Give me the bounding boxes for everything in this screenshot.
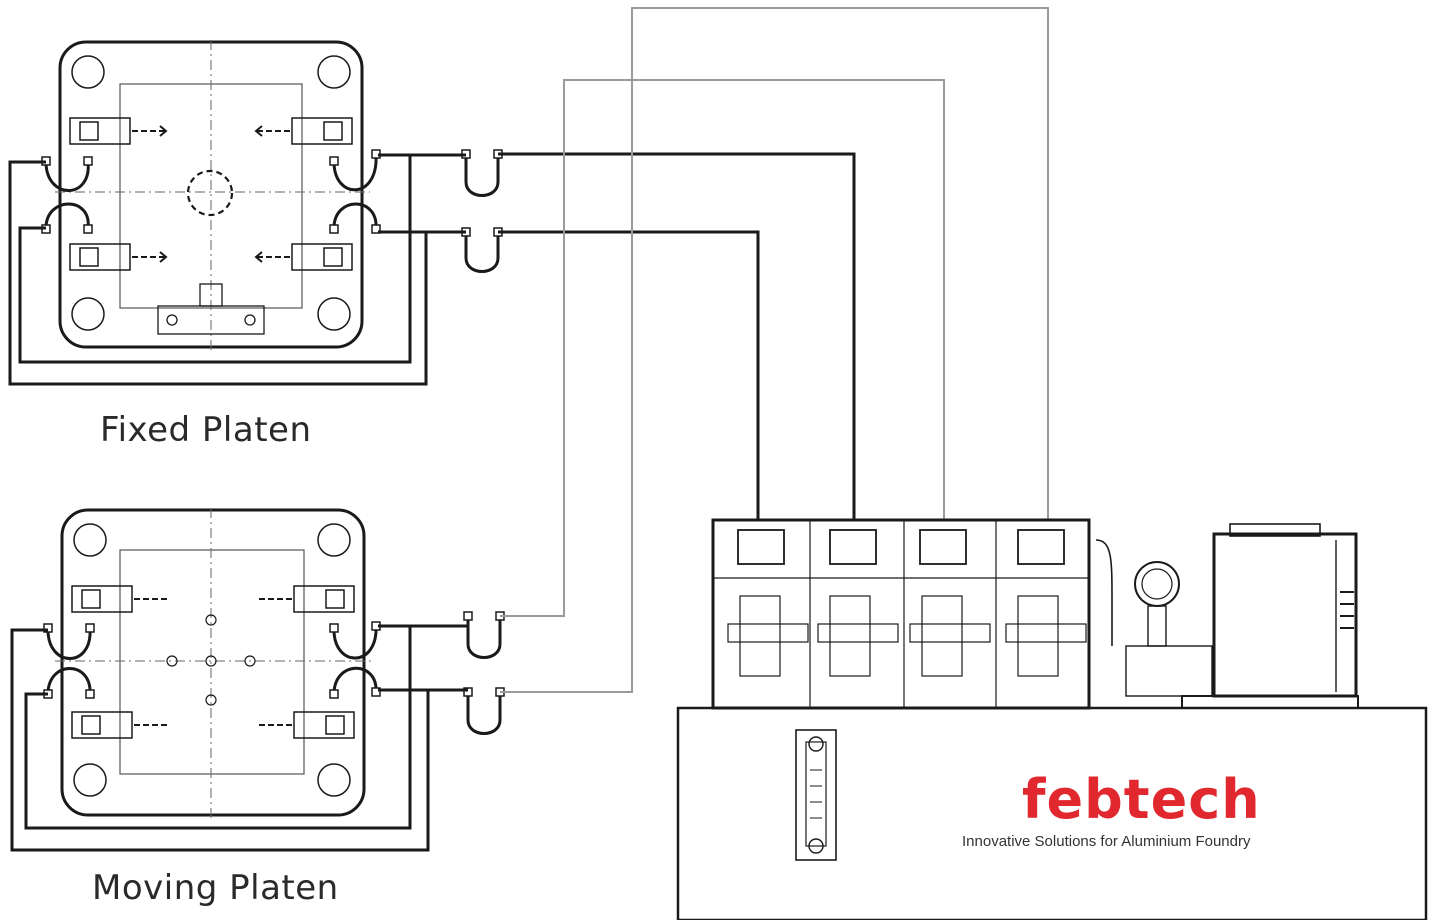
electric-motor [1212,532,1358,698]
core-cylinder [69,117,168,145]
hydraulic-unit [676,518,1428,920]
core-cylinder [258,711,355,739]
tie-bar-hole [317,55,351,89]
solenoid-valve [737,529,785,565]
brand-tagline: Innovative Solutions for Aluminium Found… [962,833,1251,850]
sprue-circle [186,169,234,217]
core-cylinder [71,585,168,613]
valve-manifold [711,518,1091,710]
tie-bar-hole [71,55,105,89]
tie-bar-hole [317,763,351,797]
moving-platen-label: Moving Platen [92,868,339,908]
moving-platen-body [60,508,366,817]
core-cylinder [69,243,168,271]
tie-bar-hole [317,523,351,557]
brand-logo: febtech [1022,768,1261,831]
moving-platen [10,508,430,852]
solenoid-valve [919,529,967,565]
fixed-platen [8,40,428,386]
solenoid-valve [1017,529,1065,565]
fixed-platen-label: Fixed Platen [100,410,312,450]
core-cylinder [254,243,353,271]
tie-bar-hole [317,297,351,331]
core-cylinder [254,117,353,145]
pipe-lines-dark [378,152,856,692]
oil-level-gauge [795,729,837,861]
hose-bends [461,149,505,735]
tie-bar-hole [73,523,107,557]
tie-bar-hole [73,763,107,797]
core-cylinder [71,711,168,739]
core-cylinder [258,585,355,613]
tie-bar-hole [71,297,105,331]
pipe-lines-light [500,7,1049,693]
moving-platen-die-area [119,549,305,775]
solenoid-valve [829,529,877,565]
